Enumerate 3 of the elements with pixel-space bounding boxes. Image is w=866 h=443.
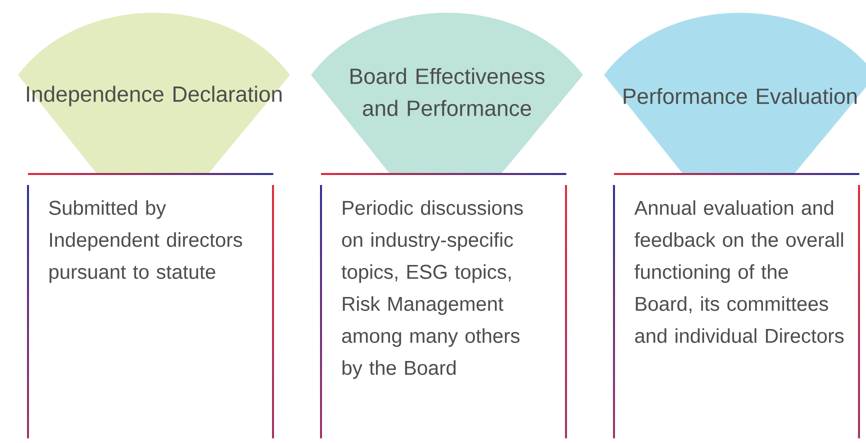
text-panel: Periodic discussions on industry-specific topics, ESG topics, Risk Management among many others by the Board [320, 173, 567, 438]
text-panel: Submitted by Independent directors pursuant to statute [27, 173, 274, 438]
text-panel: Annual evaluation and feedback on the overall functioning of the Board, its committees and individual Directors [613, 173, 860, 438]
